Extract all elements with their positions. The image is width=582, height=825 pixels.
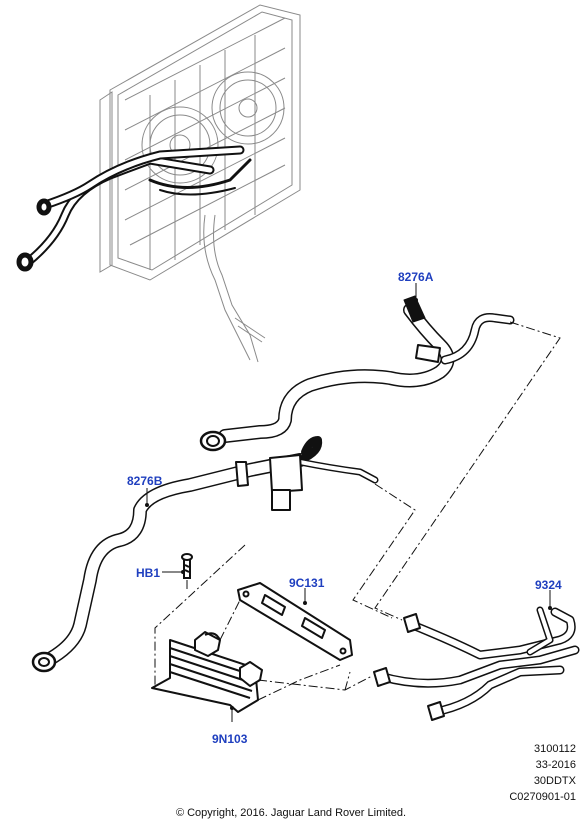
oil-cooler-9n103	[151, 631, 263, 713]
callout-9c131[interactable]: 9C131	[289, 576, 325, 590]
pipe-assembly-9324	[373, 606, 580, 721]
radiator-fan-assembly	[99, 4, 301, 363]
callout-leaders	[145, 283, 552, 722]
radiator-hose-bundle	[16, 145, 252, 272]
assembly-lines	[154, 321, 561, 701]
callout-8276a[interactable]: 8276A	[398, 270, 434, 284]
callout-9324[interactable]: 9324	[535, 578, 562, 592]
callout-9n103[interactable]: 9N103	[212, 732, 248, 746]
reference-line-4: C0270901-01	[509, 791, 576, 803]
bolt-hb1	[181, 553, 193, 579]
hose-8276a	[199, 295, 515, 452]
reference-line-2: 33-2016	[535, 759, 576, 771]
reference-block: 3100112 33-2016 30DDTX C0270901-01	[509, 741, 576, 805]
reference-line-1: 3100112	[533, 743, 576, 755]
callout-hb1[interactable]: HB1	[136, 566, 161, 580]
callout-8276b[interactable]: 8276B	[127, 474, 163, 488]
copyright-notice: © Copyright, 2016. Jaguar Land Rover Lim…	[175, 807, 407, 819]
reference-line-3: 30DDTX	[533, 775, 576, 787]
bracket-9c131	[237, 582, 353, 661]
hose-8276b	[31, 436, 379, 673]
